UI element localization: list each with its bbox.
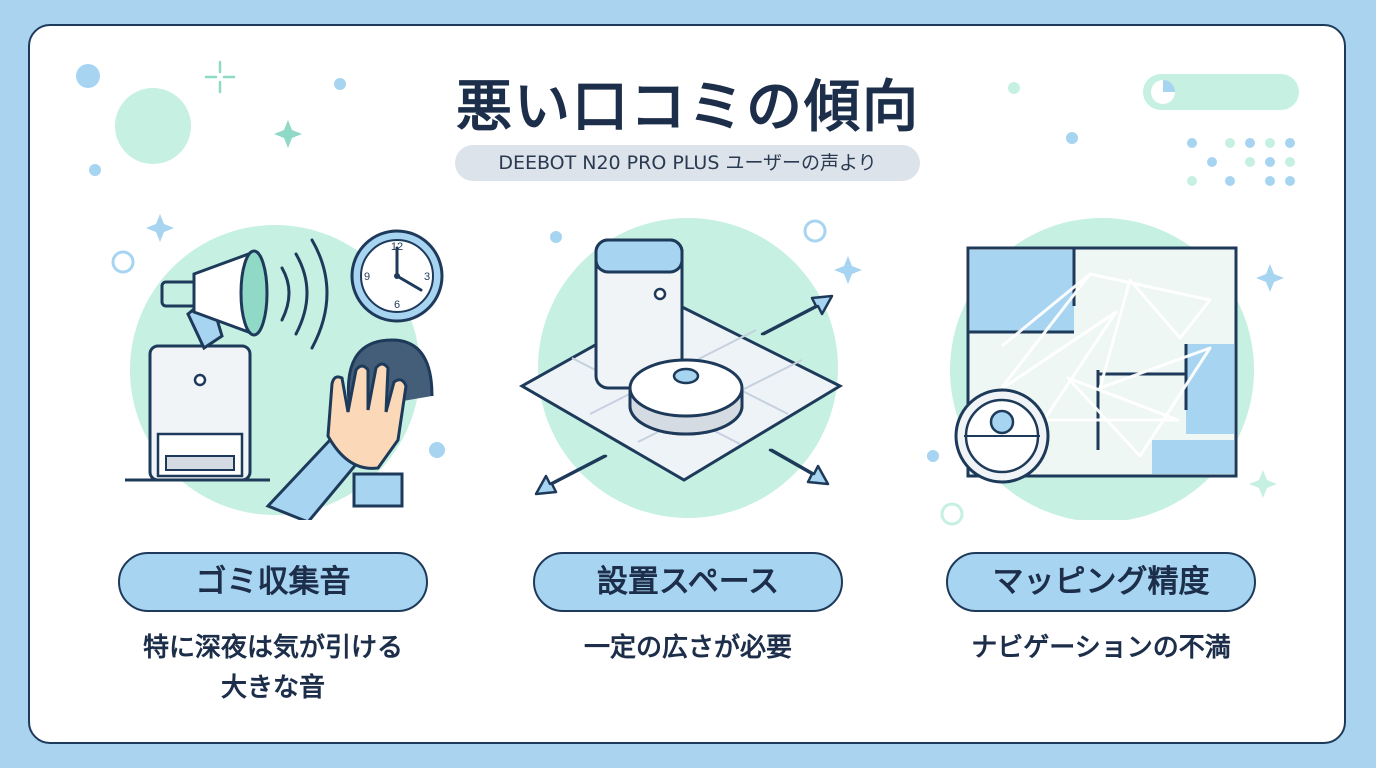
description-install-space: 一定の広さが必要 <box>508 628 868 668</box>
clock-numeral-12: 12 <box>391 241 403 253</box>
dust-station-icon <box>125 344 270 482</box>
page-title: 悪い口コミの傾向 <box>456 75 920 140</box>
clock-numeral-9: 9 <box>364 271 370 283</box>
navigation-path-icon <box>998 272 1212 458</box>
clock-numeral-3: 3 <box>424 271 430 283</box>
description-line: 特に深夜は気が引ける <box>142 633 403 663</box>
description-mapping-accuracy: ナビゲーションの不満 <box>921 628 1281 668</box>
label-mapping-accuracy: マッピング精度 <box>946 552 1256 612</box>
page-subtitle: DEEBOT N20 PRO PLUS ユーザーの声より <box>455 145 920 181</box>
clock-icon: 12 3 6 9 <box>350 229 444 323</box>
description-line: 大きな音 <box>220 673 325 703</box>
robot-vacuum-icon <box>954 388 1050 484</box>
sound-waves-icon <box>280 238 329 350</box>
description-line: ナビゲーションの不満 <box>971 633 1231 663</box>
label-dust-noise: ゴミ収集音 <box>118 552 428 612</box>
description-line: 一定の広さが必要 <box>583 633 792 663</box>
docking-station-icon <box>594 238 684 390</box>
megaphone-icon <box>160 249 269 351</box>
expand-arrows-icon <box>534 294 834 496</box>
label-install-space: 設置スペース <box>533 552 843 612</box>
hands-over-ears-icon <box>265 338 434 520</box>
mapping-illustration <box>950 218 1254 520</box>
robot-vacuum-icon <box>628 358 744 436</box>
clock-numeral-6: 6 <box>394 299 400 311</box>
space-illustration <box>518 218 844 518</box>
noise-illustration <box>125 225 434 520</box>
description-dust-noise: 特に深夜は気が引ける 大きな音 <box>93 628 453 708</box>
